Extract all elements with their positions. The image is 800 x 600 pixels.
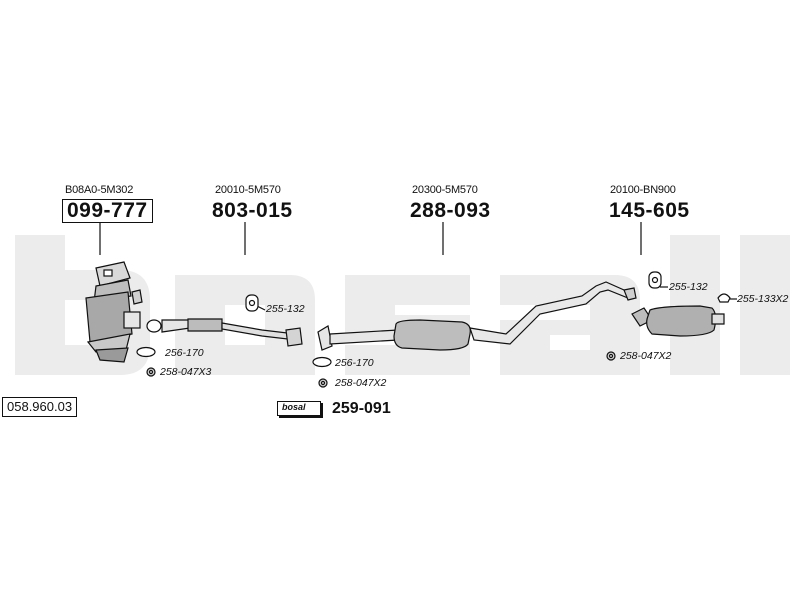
accessory-label[interactable]: 258-047X2	[620, 350, 672, 362]
accessory-label[interactable]: 258-047X2	[335, 377, 387, 389]
oem-number: 20010-5M570	[215, 184, 281, 196]
accessory-label[interactable]: 258-047X3	[160, 366, 212, 378]
accessory-label[interactable]: 255-132	[669, 281, 708, 293]
middle-silencer-drawing	[317, 281, 637, 351]
part-number[interactable]: 145-605	[609, 199, 690, 222]
diagram-id: 058.960.03	[2, 397, 78, 417]
rear-silencer-drawing	[631, 305, 725, 337]
bosal-watermark	[15, 235, 790, 375]
accessory-label[interactable]: 255-132	[266, 303, 305, 315]
front-pipe-drawing	[146, 318, 303, 347]
oem-number: 20300-5M570	[412, 184, 478, 196]
accessory-label[interactable]: 255-133X2	[737, 293, 789, 305]
clamp-icon	[717, 293, 731, 303]
catalytic-converter-drawing	[85, 261, 143, 363]
part-number[interactable]: 099-777	[62, 199, 153, 223]
gasket-icon	[312, 356, 332, 368]
accessory-label[interactable]: 256-170	[165, 347, 204, 359]
oem-number: B08A0-5M302	[65, 184, 134, 196]
oem-number: 20100-BN900	[610, 184, 676, 196]
gasket-icon	[136, 346, 156, 358]
part-number[interactable]: 803-015	[212, 199, 293, 222]
fitting-kit-number[interactable]: 259-091	[332, 400, 391, 417]
part-number[interactable]: 288-093	[410, 199, 491, 222]
accessory-label[interactable]: 256-170	[335, 357, 374, 369]
bosal-kit-badge: bosal	[277, 401, 321, 416]
